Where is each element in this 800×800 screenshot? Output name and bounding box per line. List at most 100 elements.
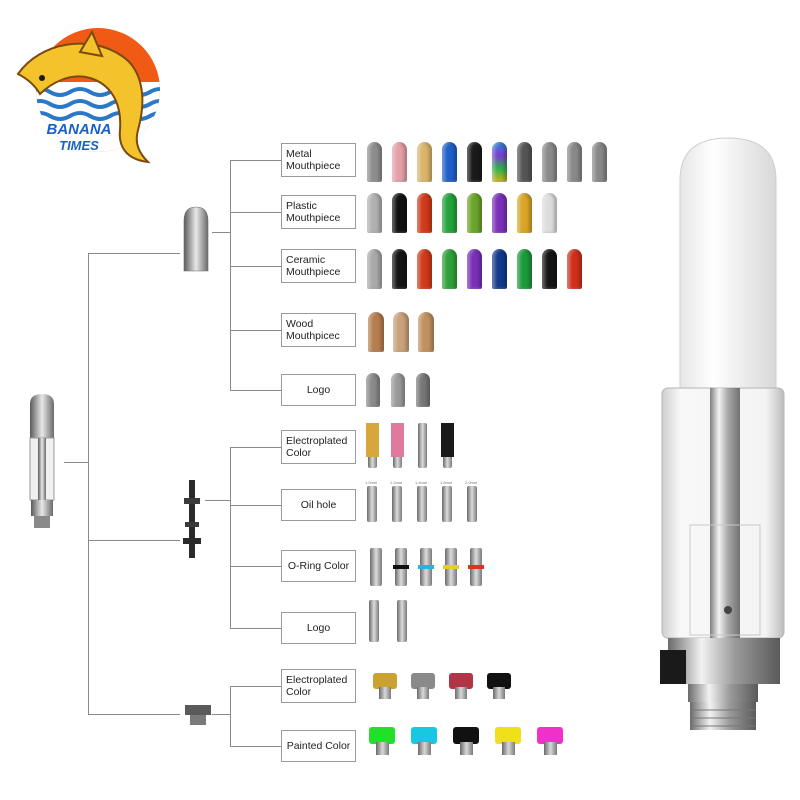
option-label-painted-color: Painted Color: [281, 730, 356, 762]
color-swatch: [367, 142, 382, 182]
option-label-post-electroplated: Electroplated Color: [281, 430, 356, 464]
base-stem: [493, 687, 505, 699]
color-swatch: [366, 373, 380, 407]
color-swatch: [417, 249, 432, 289]
color-swatch: [391, 423, 404, 468]
color-swatch: [517, 249, 532, 289]
color-swatch: [467, 142, 482, 182]
color-swatch: [542, 142, 557, 182]
ceramic-mouthpiece-label: Ceramic Mouthpiece: [286, 254, 341, 278]
base-electroplated-label: Electroplated Color: [286, 674, 348, 698]
brand-name-line2: TIMES: [59, 138, 99, 153]
oil-hole-size-label: 1.4mm: [415, 480, 428, 485]
color-swatch: [369, 727, 395, 755]
color-swatch: [417, 486, 427, 522]
color-swatch: [391, 373, 405, 407]
color-band: [366, 423, 379, 457]
color-swatch: [411, 727, 437, 755]
option-label-wood-mouthpiece: Wood Mouthpicec: [281, 313, 356, 347]
plastic-mouthpiece-label: Plastic Mouthpiece: [286, 200, 341, 224]
color-swatch: [468, 548, 484, 586]
color-swatch: [367, 249, 382, 289]
color-swatch: [373, 673, 397, 699]
color-swatch: [392, 486, 402, 522]
color-swatch: [366, 423, 379, 468]
color-swatch: [392, 193, 407, 233]
color-swatch: [441, 423, 454, 468]
color-swatch: [442, 142, 457, 182]
option-label-ceramic-mouthpiece: Ceramic Mouthpiece: [281, 249, 356, 283]
color-swatch: [592, 142, 607, 182]
base-stem: [376, 742, 389, 755]
root-cartridge-icon: [22, 392, 62, 532]
base-group-icon: [183, 703, 213, 727]
option-label-post-logo: Logo: [281, 612, 356, 644]
color-swatch: [416, 373, 430, 407]
color-swatch: [443, 548, 459, 586]
oil-hole-size-label: 2.0mm: [465, 480, 478, 485]
color-swatch: [517, 193, 532, 233]
base-stem: [417, 687, 429, 699]
color-swatch: [449, 673, 473, 699]
base-stem: [455, 687, 467, 699]
color-band: [393, 565, 409, 569]
option-label-o-ring-color: O-Ring Color: [281, 550, 356, 582]
base-stem: [502, 742, 515, 755]
mouthpiece-group-icon: [180, 205, 212, 275]
color-swatch: [492, 249, 507, 289]
o-ring-color-label: O-Ring Color: [287, 560, 350, 572]
color-swatch: [487, 673, 511, 699]
color-band: [391, 423, 404, 457]
color-swatch: [392, 142, 407, 182]
color-swatch: [453, 727, 479, 755]
brand-name: BANANA TIMES: [24, 122, 134, 154]
color-band: [441, 423, 454, 457]
option-label-oil-hole: Oil hole: [281, 489, 356, 521]
post-electroplated-label: Electroplated Color: [286, 435, 348, 459]
color-swatch: [417, 142, 432, 182]
color-swatch: [567, 142, 582, 182]
color-swatch: [442, 486, 452, 522]
color-swatch: [367, 193, 382, 233]
option-label-mouthpiece-logo: Logo: [281, 374, 356, 406]
color-swatch: [368, 312, 384, 352]
brand-logo: BANANA TIMES: [10, 12, 170, 172]
color-swatch: [367, 486, 377, 522]
metal-mouthpiece-label: Metal Mouthpiece: [286, 148, 341, 172]
color-swatch: [542, 249, 557, 289]
oil-hole-size-label: 1.6mm: [440, 480, 453, 485]
color-swatch: [442, 249, 457, 289]
color-swatch: [467, 193, 482, 233]
mouthpiece-logo-label: Logo: [306, 384, 331, 396]
oil-hole-label: Oil hole: [300, 499, 337, 511]
color-swatch: [542, 193, 557, 233]
color-swatch: [442, 193, 457, 233]
option-label-plastic-mouthpiece: Plastic Mouthpiece: [281, 195, 356, 229]
color-swatch: [492, 142, 507, 182]
color-swatch: [495, 727, 521, 755]
option-label-metal-mouthpiece: Metal Mouthpiece: [281, 143, 356, 177]
post-logo-label: Logo: [306, 622, 331, 634]
color-swatch: [418, 548, 434, 586]
color-swatch: [393, 548, 409, 586]
color-swatch: [370, 548, 382, 586]
base-stem: [460, 742, 473, 755]
color-swatch: [467, 486, 477, 522]
color-swatch: [392, 249, 407, 289]
wood-mouthpiece-label: Wood Mouthpicec: [286, 318, 340, 342]
dolphin-logo-icon: [16, 28, 160, 164]
oil-hole-size-label: 1.0mm: [365, 480, 378, 485]
color-swatch: [492, 193, 507, 233]
center-post-group-icon: [180, 478, 204, 560]
base-stem: [379, 687, 391, 699]
color-band: [443, 565, 459, 569]
color-swatch: [418, 423, 427, 468]
oil-hole-size-label: 1.2mm: [390, 480, 403, 485]
brand-name-line1: BANANA: [46, 121, 112, 138]
color-swatch: [417, 193, 432, 233]
color-band: [418, 565, 434, 569]
color-swatch: [537, 727, 563, 755]
color-swatch: [397, 600, 407, 642]
color-swatch: [411, 673, 435, 699]
product-cartridge-image: [650, 130, 790, 750]
